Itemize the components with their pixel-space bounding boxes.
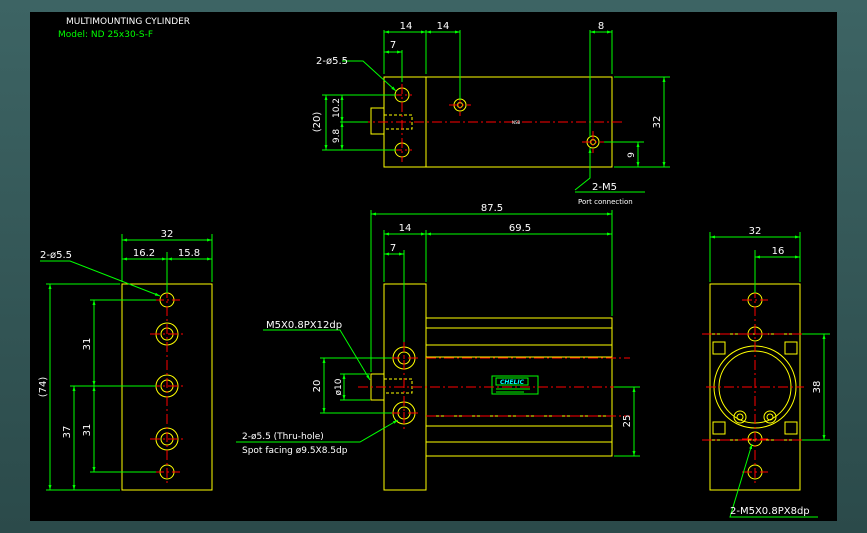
right-view: 32 16 38 2-M5X0.8PX8dp [702, 226, 830, 518]
left-dim-37: 37 [62, 426, 73, 439]
front-dim-14: 14 [399, 223, 412, 234]
left-dim-74: (74) [38, 377, 49, 398]
cad-drawing: MULTIMOUNTING CYLINDER Model: ND 25x30-S… [38, 17, 830, 518]
front-dim-7: 7 [390, 243, 396, 254]
left-hole-label: 2-ø5.5 [40, 250, 72, 261]
right-dim-16: 16 [772, 246, 785, 257]
left-dim-31a: 31 [82, 338, 93, 351]
top-dim-7: 7 [390, 40, 396, 51]
drawing-model: Model: ND 25x30-S-F [58, 30, 153, 40]
front-tap-label: M5X0.8PX12dp [266, 320, 342, 331]
front-dim-69-5: 69.5 [509, 223, 531, 234]
top-dim-20: (20) [312, 112, 323, 133]
right-tap-label: 2-M5X0.8PX8dp [730, 506, 810, 517]
top-view: NSB [312, 21, 670, 206]
top-dim-10-2: 10.2 [332, 98, 342, 118]
left-dim-31b: 31 [82, 424, 93, 437]
front-hole-label: 2-ø5.5 (Thru-hole) [242, 432, 324, 442]
top-port-sublabel: Port connection [578, 198, 633, 206]
left-dim-15-8: 15.8 [178, 248, 200, 259]
front-dim-20: 20 [312, 380, 323, 393]
top-dim-9-8: 9.8 [332, 129, 342, 144]
top-dim-8: 8 [598, 21, 604, 32]
front-spot-label: Spot facing ø9.5X8.5dp [242, 446, 348, 456]
top-rod [370, 107, 385, 135]
top-dim-14b: 14 [437, 21, 450, 32]
front-badge-text: CHELIC [500, 379, 525, 386]
right-dim-38: 38 [812, 381, 823, 394]
top-dim-9: 9 [627, 152, 637, 158]
front-badge [491, 375, 539, 395]
top-hole-label: 2-ø5.5 [316, 56, 348, 67]
top-port-label: 2-M5 [592, 182, 617, 193]
top-dim-32: 32 [652, 116, 663, 129]
front-dim-87-5: 87.5 [481, 203, 503, 214]
left-view: 32 16.2 15.8 2-ø5.5 (74) 37 31 31 [38, 229, 213, 491]
front-dim-phi10: ø10 [334, 378, 344, 395]
drawing-canvas: MULTIMOUNTING CYLINDER Model: ND 25x30-S… [30, 12, 837, 521]
right-dim-32: 32 [749, 226, 762, 237]
left-dim-16-2: 16.2 [133, 248, 155, 259]
top-dim-14a: 14 [400, 21, 413, 32]
svg-text:NSB: NSB [512, 120, 521, 125]
left-dim-32: 32 [161, 229, 174, 240]
front-view: CHELIC [236, 203, 640, 491]
front-dim-25: 25 [622, 415, 633, 428]
drawing-title: MULTIMOUNTING CYLINDER [66, 17, 190, 27]
